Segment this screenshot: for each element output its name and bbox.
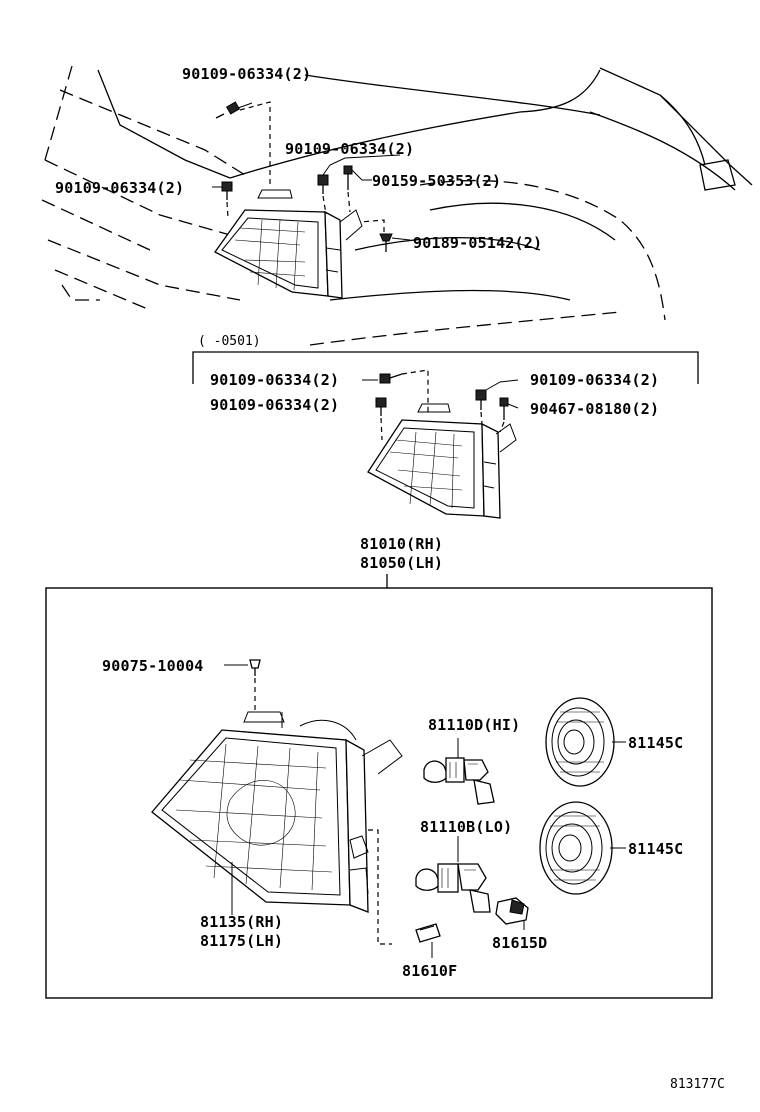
bolt-icon bbox=[375, 397, 387, 416]
screw-icon bbox=[343, 165, 353, 190]
bolt-mid-label: 90109-06334(2) bbox=[285, 140, 414, 158]
vehicle-body-outline bbox=[41, 65, 753, 346]
socket-icon bbox=[495, 897, 529, 925]
headlamp-installed-top bbox=[214, 189, 363, 299]
variant-bolt-left-b-label: 90109-06334(2) bbox=[210, 396, 339, 414]
assembly-rh-label: 81010(RH) bbox=[360, 535, 443, 553]
headlamp-variant bbox=[367, 403, 517, 519]
bulb-lo-label: 81110B(LO) bbox=[420, 818, 512, 836]
variant-screw-right-label: 90467-08180(2) bbox=[530, 400, 659, 418]
bolt-left-label: 90109-06334(2) bbox=[55, 179, 184, 197]
bolt-icon bbox=[215, 101, 241, 119]
screw-label: 90159-50353(2) bbox=[372, 172, 501, 190]
assembly-box bbox=[45, 587, 713, 999]
bulb-hi-label: 81110D(HI) bbox=[428, 716, 520, 734]
bulb-hi-icon bbox=[423, 757, 495, 805]
variant-bolt-left-a-label: 90109-06334(2) bbox=[210, 371, 339, 389]
dust-cap-upper-icon bbox=[545, 697, 615, 787]
bulb-lo-icon bbox=[415, 863, 491, 913]
headlamp-unit bbox=[151, 711, 403, 913]
bolt-icon bbox=[475, 389, 487, 410]
variant-bracket bbox=[192, 351, 699, 384]
screw-icon bbox=[499, 397, 509, 420]
bolt-icon bbox=[249, 659, 261, 676]
unit-lh-label: 81175(LH) bbox=[200, 932, 283, 950]
dust-cap-lower-icon bbox=[539, 801, 613, 895]
bolt-icon bbox=[379, 373, 403, 384]
side-bulb-label: 81610F bbox=[402, 962, 457, 980]
variant-bolt-right-label: 90109-06334(2) bbox=[530, 371, 659, 389]
clip-icon bbox=[379, 233, 393, 252]
bolt-label: 90075-10004 bbox=[102, 657, 204, 675]
bolt-top-label: 90109-06334(2) bbox=[182, 65, 311, 83]
bolt-icon bbox=[221, 181, 233, 200]
socket-label: 81615D bbox=[492, 934, 547, 952]
assembly-lh-label: 81050(LH) bbox=[360, 554, 443, 572]
diagram-id: 813177C bbox=[670, 1077, 725, 1092]
cap-upper-label: 81145C bbox=[628, 734, 683, 752]
clip-label: 90189-05142(2) bbox=[413, 234, 542, 252]
date-range-label: ( -0501) bbox=[198, 334, 261, 349]
unit-rh-label: 81135(RH) bbox=[200, 913, 283, 931]
bolt-icon bbox=[317, 174, 329, 194]
cap-lower-label: 81145C bbox=[628, 840, 683, 858]
side-bulb-icon bbox=[415, 923, 441, 943]
